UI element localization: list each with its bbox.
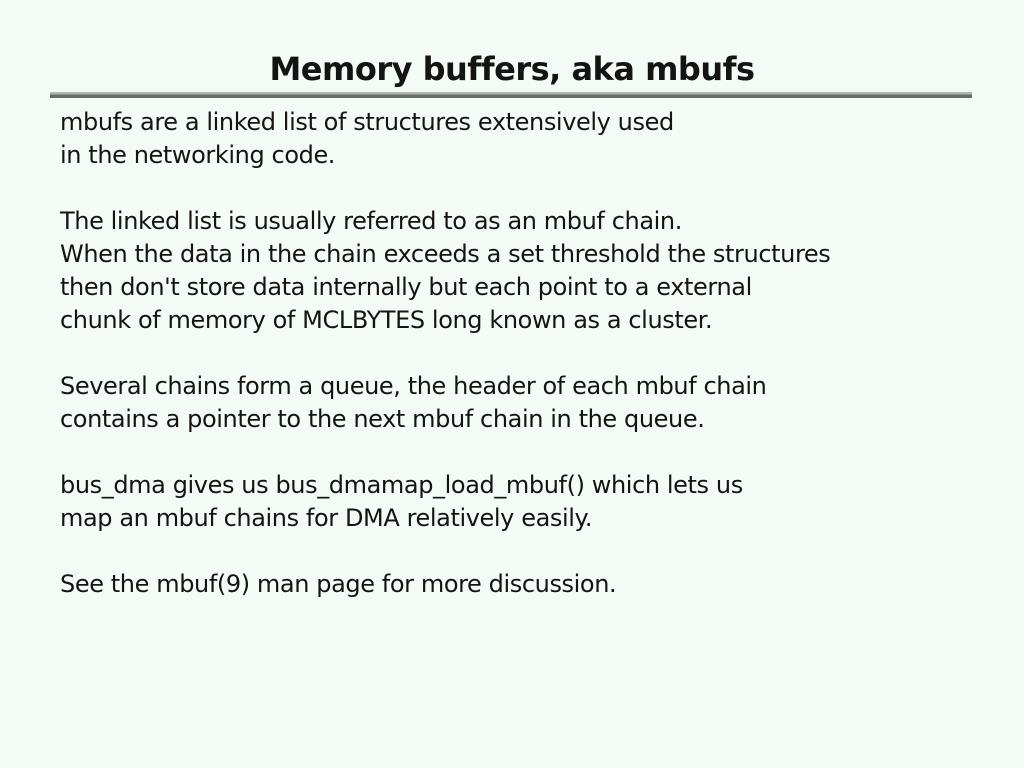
paragraph-mbuf-chain: The linked list is usually referred to a… [60, 205, 994, 337]
body-line: chunk of memory of MCLBYTES long known a… [60, 306, 713, 334]
body-line: The linked list is usually referred to a… [60, 207, 682, 235]
body-line: See the mbuf(9) man page for more discus… [60, 570, 617, 598]
paragraph-see-also: See the mbuf(9) man page for more discus… [60, 568, 994, 601]
paragraph-queue: Several chains form a queue, the header … [60, 370, 994, 436]
paragraph-intro: mbufs are a linked list of structures ex… [60, 106, 994, 172]
body-line: in the networking code. [60, 141, 336, 169]
slide-title: Memory buffers, aka mbufs [269, 50, 755, 88]
body-line: bus_dma gives us bus_dmamap_load_mbuf() … [60, 471, 743, 499]
body-line: map an mbuf chains for DMA relatively ea… [60, 504, 593, 532]
body-line: contains a pointer to the next mbuf chai… [60, 405, 705, 433]
title-rule [50, 92, 972, 98]
paragraph-bus-dma: bus_dma gives us bus_dmamap_load_mbuf() … [60, 469, 994, 535]
body-line: Several chains form a queue, the header … [60, 372, 767, 400]
body-line: then don't store data internally but eac… [60, 273, 752, 301]
slide-body: mbufs are a linked list of structures ex… [60, 106, 994, 601]
body-line: When the data in the chain exceeds a set… [60, 240, 831, 268]
body-line: mbufs are a linked list of structures ex… [60, 108, 674, 136]
